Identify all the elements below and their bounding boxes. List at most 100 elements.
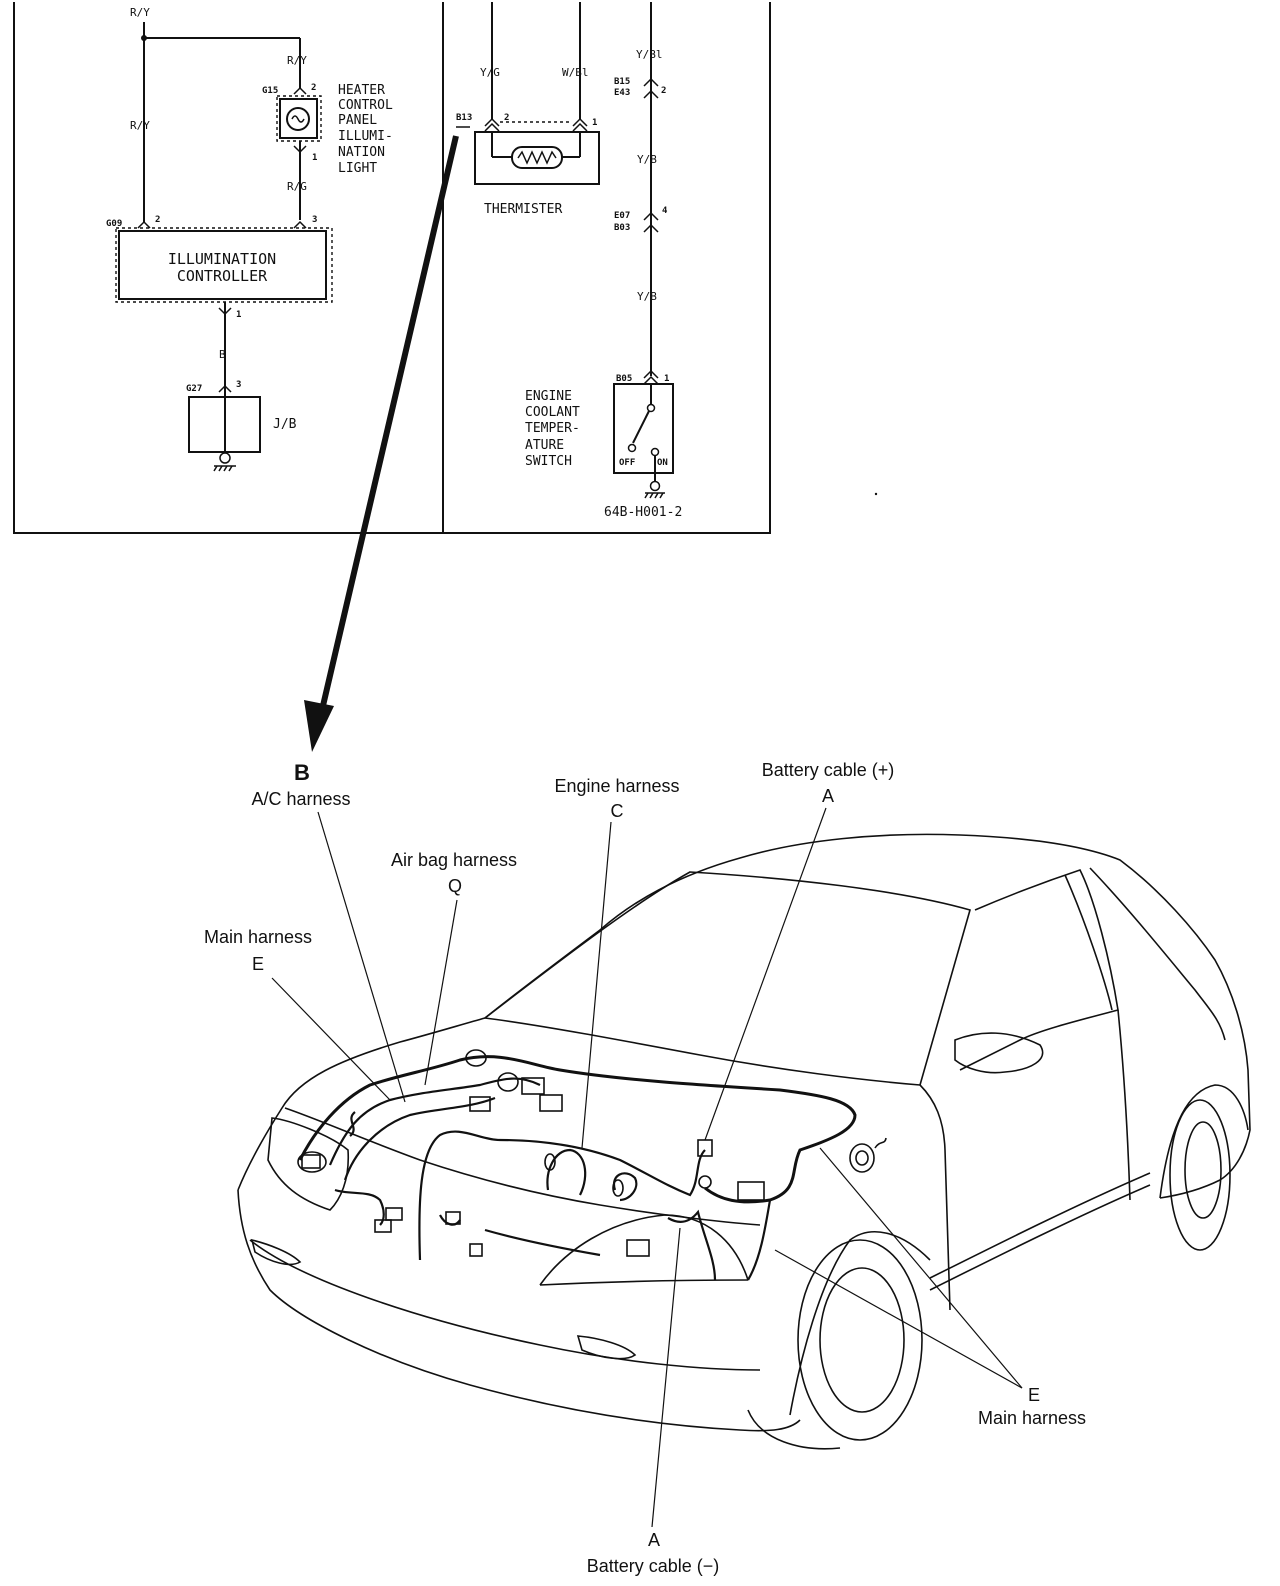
- pin-mark: [137, 220, 151, 229]
- wire-label-rg: R/G: [287, 180, 307, 193]
- label-engine-letter: C: [611, 801, 624, 821]
- pin-ctrl-1: 1: [236, 310, 241, 320]
- connector-g09: G09: [106, 219, 122, 229]
- filament-icon: [291, 115, 305, 123]
- svg-text:NATION: NATION: [338, 145, 385, 160]
- front-fender: [789, 1231, 931, 1416]
- wire-label-yb1: Y/B: [637, 153, 657, 166]
- svg-text:ATURE: ATURE: [525, 438, 564, 453]
- wire-label-ry-right: R/Y: [287, 54, 307, 67]
- rear-wheel-rim: [1184, 1121, 1222, 1219]
- svg-text:SWITCH: SWITCH: [525, 454, 572, 469]
- jb-label: J/B: [273, 417, 297, 432]
- pin-g15-2: 2: [311, 83, 316, 93]
- pin-e07-4: 4: [662, 206, 668, 216]
- terminal-icon: [698, 1175, 712, 1189]
- wire-label-wbl: W/Bl: [562, 66, 589, 79]
- label-main-harness-right: Main harness: [978, 1408, 1086, 1428]
- wire-label-yb2: Y/B: [637, 290, 657, 303]
- ground-hatch: [644, 492, 664, 499]
- clip-icon: [612, 1179, 624, 1197]
- pin-mark: [643, 223, 659, 233]
- fender-arch: [539, 1214, 749, 1286]
- switch-off-label: OFF: [619, 458, 635, 468]
- leader-ac-harness: [317, 811, 406, 1103]
- svg-text:CONTROL: CONTROL: [338, 98, 393, 113]
- callout-labels: B A/C harness Engine harness C Battery c…: [204, 760, 1086, 1576]
- wire-harnesses: [298, 1055, 857, 1281]
- wire-label-ybl: Y/Bl: [636, 48, 663, 61]
- label-b-letter: B: [294, 760, 310, 785]
- ground-icon: [649, 480, 661, 492]
- connector-b05: B05: [616, 374, 632, 384]
- pin-g09-3: 3: [312, 215, 317, 225]
- ground-hatch: [213, 465, 233, 472]
- junction-block: [188, 396, 261, 453]
- label-main-harness-right-letter: E: [1028, 1385, 1040, 1405]
- svg-text:ILLUMI-: ILLUMI-: [338, 129, 393, 144]
- pin-g27-3: 3: [236, 380, 241, 390]
- thermister-icon: [511, 146, 563, 169]
- pin-mark: [293, 220, 307, 229]
- controller-label-1: ILLUMINATION: [168, 250, 276, 268]
- rocker-panel-2: [929, 1172, 1151, 1279]
- switch-contact: [646, 403, 656, 413]
- main-harness-left: [298, 1055, 857, 1204]
- connector-g27: G27: [186, 384, 202, 394]
- svg-text:LIGHT: LIGHT: [338, 161, 377, 176]
- front-wheel-rim: [819, 1267, 905, 1413]
- label-main-harness-left: Main harness: [204, 927, 312, 947]
- connector-e07: E07: [614, 211, 630, 221]
- label-battery-positive: Battery cable (+): [762, 760, 895, 780]
- label-engine-harness: Engine harness: [554, 776, 679, 796]
- label-battery-negative-letter: A: [648, 1530, 660, 1550]
- connector-icon: [297, 1151, 327, 1173]
- heater-label: HEATER CONTROL PANEL ILLUMI- NATION LIGH…: [338, 83, 393, 176]
- svg-text:PANEL: PANEL: [338, 113, 377, 128]
- battery-icon: [626, 1239, 650, 1257]
- connector-icon: [469, 1243, 483, 1257]
- bulb-icon: [286, 107, 310, 131]
- wire-tail: [874, 1137, 887, 1149]
- headlight: [267, 1117, 350, 1211]
- connector-b15: B15: [614, 77, 630, 87]
- grommet-icon-inner: [855, 1150, 869, 1166]
- connector-icon: [539, 1094, 563, 1112]
- switch-contact-off: [627, 443, 637, 453]
- pin-mark: [643, 77, 659, 87]
- wire-label-ry-top: R/Y: [130, 6, 150, 19]
- bay-floor: [539, 1279, 749, 1286]
- connector-icon: [301, 1154, 321, 1169]
- label-airbag-letter: Q: [448, 876, 462, 896]
- car-body-outline: [237, 833, 1251, 1199]
- hood-edge: [284, 1107, 761, 1226]
- connector-icon: [521, 1077, 545, 1095]
- connector-g15: G15: [262, 86, 278, 96]
- figure-code: 64B-H001-2: [604, 505, 682, 520]
- leader-airbag-harness: [424, 899, 458, 1086]
- tire-base: [747, 1409, 841, 1450]
- connector-b03: B03: [614, 223, 630, 233]
- a-pillar: [919, 1084, 951, 1311]
- switch-contact-on: [650, 447, 660, 457]
- connector-icon: [445, 1211, 461, 1225]
- svg-text:HEATER: HEATER: [338, 83, 385, 98]
- rear-window: [1089, 867, 1226, 1041]
- callout-leaders: [271, 807, 1023, 1528]
- grommet-icon: [465, 1049, 487, 1067]
- svg-text:TEMPER-: TEMPER-: [525, 421, 580, 436]
- thermister-box: [474, 131, 600, 185]
- connector-icon: [385, 1207, 403, 1221]
- heater-light-frame: [276, 95, 322, 142]
- switch-on-label: ON: [657, 458, 668, 468]
- battery-terminal-icon: [697, 1139, 713, 1157]
- label-airbag-harness: Air bag harness: [391, 850, 517, 870]
- harness-squiggle: [349, 1111, 356, 1137]
- label-ac-harness: A/C harness: [251, 789, 350, 809]
- pin-mark: [484, 117, 500, 127]
- engine-harness-route: [418, 1130, 706, 1261]
- harness-branch-2: [612, 1172, 638, 1202]
- battery-negative-cable: [667, 1209, 717, 1281]
- clip-icon: [544, 1153, 556, 1171]
